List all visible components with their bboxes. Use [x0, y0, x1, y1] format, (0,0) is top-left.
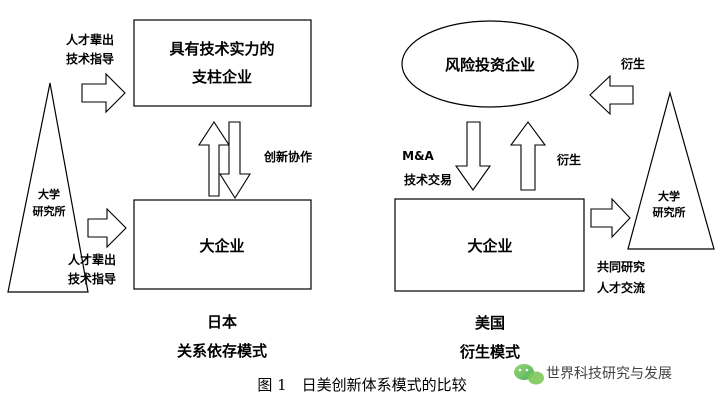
usa-up-arrow	[509, 121, 547, 191]
usa-subtitle: 衍生模式	[459, 343, 520, 361]
japan-top-arrow-line1: 人才辈出	[66, 32, 114, 47]
japan-top-arrow-line2: 技术指导	[66, 51, 114, 66]
usa-title: 美国	[475, 314, 505, 332]
usa-bottom-right-arrow	[590, 197, 631, 239]
usa-down-arrow	[454, 121, 492, 191]
japan-bottom-arrow-line2: 技术指导	[68, 271, 116, 286]
usa-venture-label: 风险投资企业	[445, 56, 535, 74]
japan-innovation-label: 创新协作	[263, 149, 312, 164]
usa-joint-research-label: 共同研究	[597, 259, 645, 274]
usa-triangle-line1: 大学	[658, 189, 680, 203]
usa-spinoff-label: 衍生	[556, 152, 581, 167]
japan-large-company-label: 大企业	[199, 237, 244, 255]
usa-university-triangle	[627, 90, 715, 250]
wechat-icon	[514, 364, 544, 385]
usa-ma-line1: M&A	[402, 149, 434, 163]
usa-talent-exchange-label: 人才交流	[597, 280, 645, 295]
japan-pillar-company-line2: 支柱企业	[191, 68, 252, 86]
usa-triangle-line2: 研究所	[653, 205, 686, 219]
usa-ma-line2: 技术交易	[404, 172, 452, 187]
japan-up-arrow	[197, 120, 231, 197]
japan-triangle-line2: 研究所	[33, 204, 66, 218]
japan-pillar-company-line1: 具有技术实力的	[169, 40, 274, 58]
usa-large-company-box	[394, 198, 585, 292]
japan-bottom-right-arrow	[87, 207, 127, 249]
watermark-text: 世界科技研究与发展	[546, 366, 672, 382]
usa-top-left-arrow	[589, 74, 634, 116]
japan-title: 日本	[207, 313, 237, 331]
japan-pillar-company-box	[133, 19, 312, 107]
usa-large-company-label: 大企业	[467, 237, 512, 255]
japan-subtitle: 关系依存模式	[177, 342, 267, 360]
japan-top-right-arrow	[81, 72, 126, 114]
figure-caption: 图 1 日美创新体系模式的比较	[257, 376, 466, 394]
japan-large-company-box	[133, 199, 312, 290]
japan-down-arrow	[219, 121, 251, 200]
japan-university-triangle	[7, 82, 89, 293]
japan-bottom-arrow-line1: 人才辈出	[68, 252, 116, 267]
usa-top-arrow-label: 衍生	[620, 56, 645, 71]
japan-triangle-line1: 大学	[38, 187, 60, 201]
usa-venture-ellipse	[401, 20, 579, 108]
